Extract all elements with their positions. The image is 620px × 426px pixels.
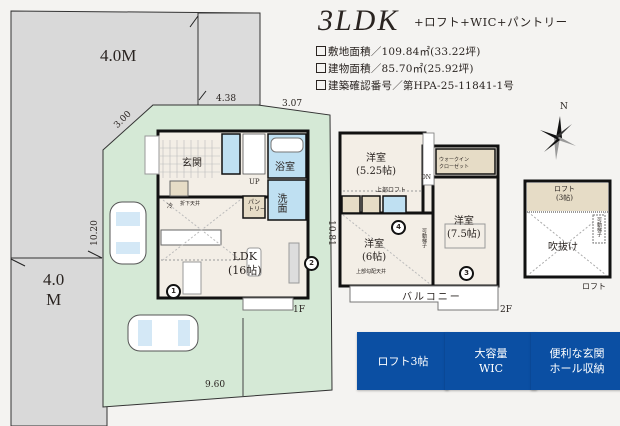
- view-marker-3: 3: [459, 266, 474, 281]
- checkbox-icon: [316, 63, 326, 73]
- room-walk-in-closet: ウォークインクローゼット: [439, 157, 470, 170]
- sloped-ceiling-note: 上部勾配天井: [356, 269, 387, 275]
- spec-permit-number: 建築確認番号／第HPA-25-11841-1号: [316, 78, 514, 93]
- view-marker-1: 1: [166, 284, 181, 299]
- ladder-label: 可動梯子: [421, 228, 427, 248]
- room-western-2: 洋室(6帖): [362, 239, 387, 263]
- road-north-label: 4.0M: [100, 46, 137, 65]
- stairs-up-label: UP: [249, 178, 260, 186]
- loft-ladder-label: 可動梯子: [596, 217, 602, 237]
- floor-1f-label: 1F: [293, 305, 305, 315]
- dim-4-38: 4.38: [216, 94, 237, 104]
- compass-icon: [540, 116, 576, 160]
- fridge-label: 冷: [167, 203, 174, 210]
- room-wash: 洗面: [275, 193, 286, 213]
- dim-10-20: 10.20: [89, 220, 100, 246]
- room-western-3: 洋室(7.5帖): [447, 216, 481, 240]
- room-loft: ロフト(3帖): [554, 185, 575, 202]
- ceiling-note: 折下天井: [180, 201, 201, 207]
- layout-title: 3LDK: [318, 4, 400, 37]
- room-pantry: パントリー: [248, 199, 267, 213]
- checkbox-icon: [316, 46, 326, 56]
- feature-loft-badge: ロフト3帖: [357, 332, 449, 390]
- floor-2f-label: 2F: [500, 305, 512, 315]
- void-label: 吹抜け: [548, 242, 578, 253]
- room-bath: 浴室: [275, 162, 295, 173]
- balcony-label: バルコニー: [402, 292, 462, 303]
- layout-extras: +ロフト+WIC+パントリー: [414, 15, 568, 29]
- compass-north-label: N: [560, 102, 568, 112]
- spec-building-area: 建物面積／85.70㎡(25.92坪): [316, 61, 474, 76]
- loft-floor-label: ロフト: [582, 282, 606, 291]
- view-marker-4: 4: [391, 220, 406, 235]
- feature-entrance-storage-badge: 便利な玄関ホール収納: [531, 332, 620, 390]
- room-entrance: 玄関: [182, 158, 202, 169]
- checkbox-icon: [316, 80, 326, 90]
- dim-3-07: 3.07: [282, 99, 303, 109]
- room-ldk: LDK(16帖): [228, 250, 262, 277]
- room-western-1: 洋室(5.25帖): [356, 153, 397, 177]
- view-marker-2: 2: [304, 256, 319, 271]
- spec-site-area: 敷地面積／109.84㎡(33.22坪): [316, 44, 481, 59]
- loft-above-label: 上部ロフト: [376, 187, 407, 194]
- stairs-down-label: DN: [421, 174, 432, 181]
- dim-9-60: 9.60: [205, 380, 226, 390]
- dim-10-81: 10.81: [325, 220, 336, 246]
